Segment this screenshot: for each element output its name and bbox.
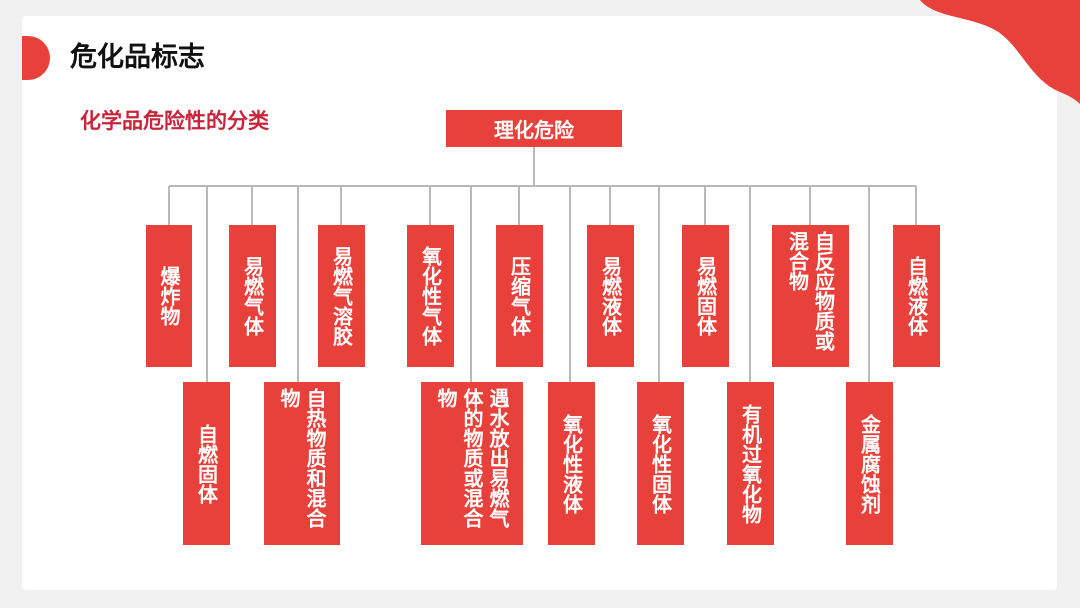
node-self-reactive: 自反应物质或混合物 (772, 225, 849, 367)
root-node: 理化危险 (446, 110, 622, 147)
node-oxidizing-liquid: 氧化性液体 (548, 382, 595, 545)
node-oxidizing-solid: 氧化性固体 (637, 382, 684, 545)
node-metal-corrosive: 金属腐蚀剂 (846, 382, 893, 545)
page-subtitle: 化学品危险性的分类 (80, 109, 269, 133)
node-pyrophoric-solid: 自燃固体 (183, 382, 230, 545)
node-pyrophoric-liquid: 自燃液体 (893, 225, 940, 367)
node-flammable-liquid: 易燃液体 (587, 225, 634, 367)
node-water-reactive: 遇水放出易燃气体的物质或混合物 (421, 382, 523, 545)
node-compressed-gas: 压缩气体 (496, 225, 543, 367)
page-title: 危化品标志 (70, 42, 205, 73)
decorative-blob (920, 0, 1080, 104)
node-flammable-gas: 易燃气体 (229, 225, 276, 367)
node-explosives: 爆炸物 (146, 225, 192, 367)
node-oxidizing-gas: 氧化性气体 (407, 225, 454, 367)
node-organic-peroxide: 有机过氧化物 (727, 382, 774, 545)
node-flammable-aerosol: 易燃气溶胶 (318, 225, 365, 367)
node-self-heating: 自热物质和混合物 (264, 382, 340, 545)
node-flammable-solid: 易燃固体 (682, 225, 729, 367)
